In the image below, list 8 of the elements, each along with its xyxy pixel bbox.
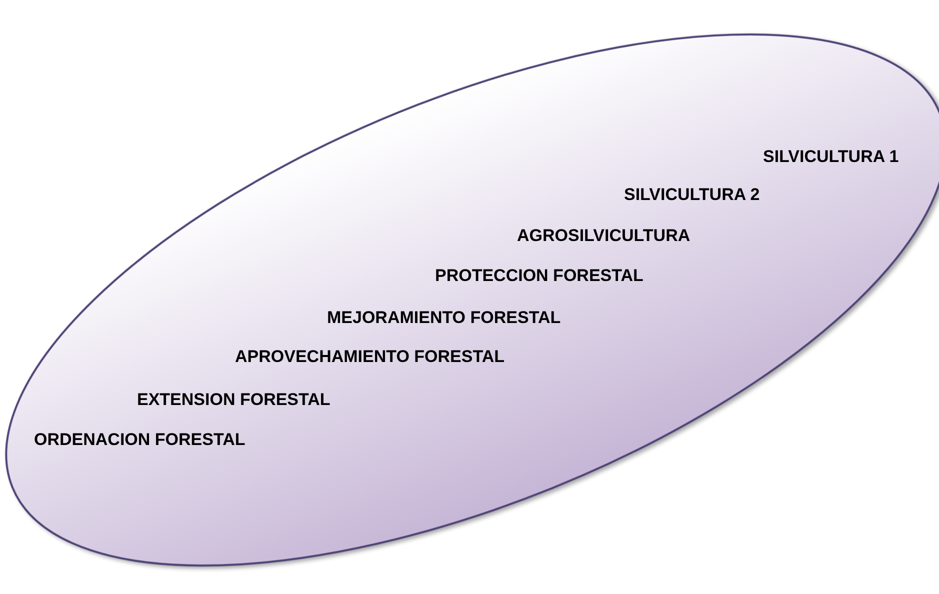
topic-label: SILVICULTURA 2 [624, 185, 760, 205]
topic-label: EXTENSION FORESTAL [137, 390, 330, 410]
topic-label: MEJORAMIENTO FORESTAL [327, 308, 561, 328]
topic-label: APROVECHAMIENTO FORESTAL [235, 347, 504, 367]
topic-label: ORDENACION FORESTAL [34, 430, 246, 450]
topic-label: AGROSILVICULTURA [517, 226, 690, 246]
topic-label: SILVICULTURA 1 [763, 147, 899, 167]
topic-label: PROTECCION FORESTAL [435, 266, 644, 286]
